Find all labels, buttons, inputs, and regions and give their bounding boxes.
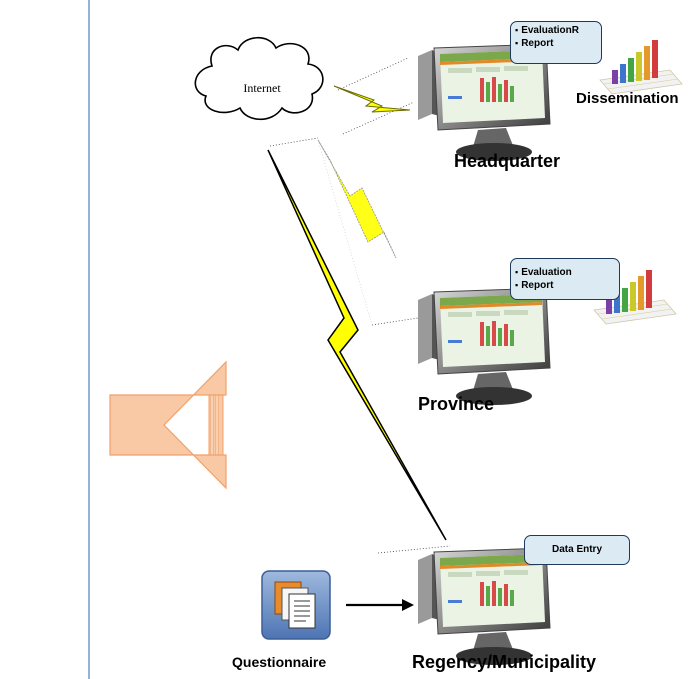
bar-chart-icon (599, 39, 683, 95)
computer-monitor-icon (417, 287, 551, 406)
lightning-bolt-icon (267, 149, 447, 541)
headquarter-callout-item: Report (515, 37, 601, 50)
province-label: Province (418, 394, 495, 414)
arrow-right-icon (346, 599, 414, 611)
dissemination-label: Dissemination (576, 90, 679, 107)
data-entry-label: Data Entry (551, 544, 602, 555)
cloud-label: Internet (243, 81, 281, 95)
document-stack-icon (261, 570, 331, 640)
block-arrow-icon (109, 360, 227, 490)
lightning-bolt-icon (317, 139, 397, 259)
lightning-bolt-icon (333, 85, 411, 113)
province-callout-item: Evaluation (515, 266, 619, 279)
questionnaire-label: Questionnaire (232, 654, 327, 670)
computer-monitor-icon (417, 547, 551, 666)
data-entry-callout: Data Entry (524, 535, 630, 565)
province-callout-item: Report (515, 279, 619, 292)
headquarter-callout: EvaluationR Report (510, 21, 602, 64)
cloud-icon (194, 36, 324, 121)
regency-label: Regency/Municipality (412, 652, 597, 672)
headquarter-callout-item: EvaluationR (515, 24, 601, 37)
headquarter-label: Headquarter (454, 151, 561, 171)
province-callout: Evaluation Report (510, 258, 620, 300)
connection-lines (269, 57, 451, 554)
